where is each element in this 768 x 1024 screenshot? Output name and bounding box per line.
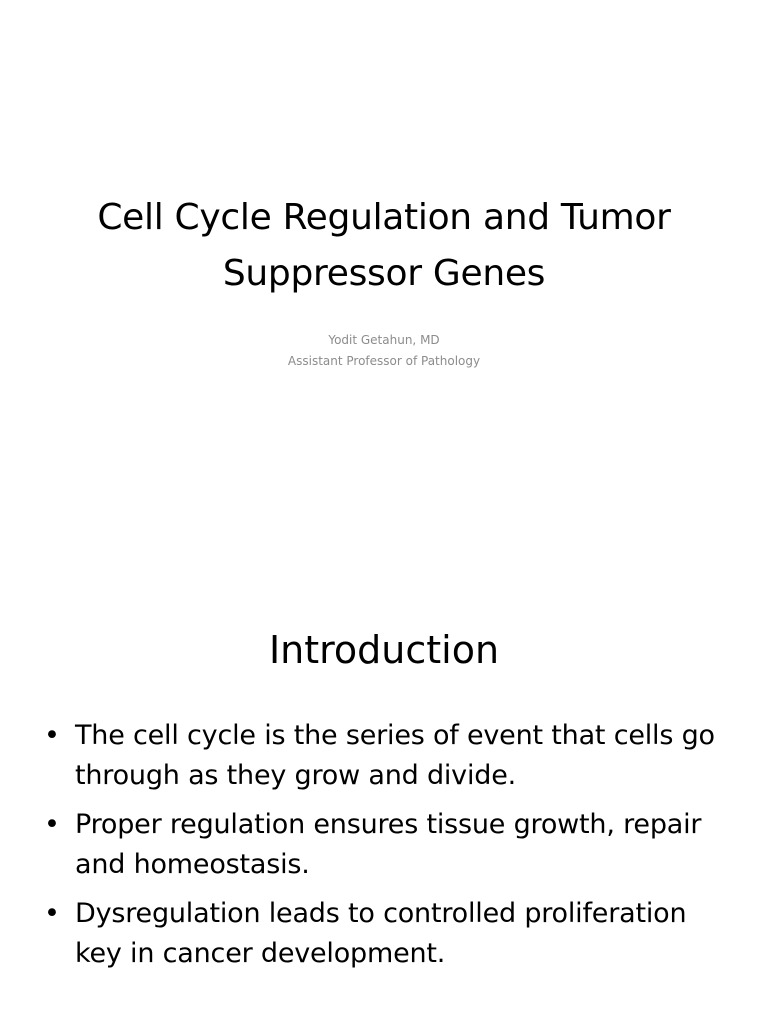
slide-title: Cell Cycle Regulation and Tumor Suppress… <box>97 197 671 294</box>
title-slide: Cell Cycle Regulation and Tumor Suppress… <box>40 197 728 372</box>
bullet-item: • Proper regulation ensures tissue growt… <box>44 805 734 885</box>
bullet-text: Dysregulation leads to controlled prolif… <box>75 898 687 969</box>
author-role: Assistant Professor of Pathology <box>287 354 481 368</box>
bullet-text: Proper regulation ensures tissue growth,… <box>75 809 702 880</box>
author-name: Yodit Getahun, MD <box>328 333 440 347</box>
bullet-text: The cell cycle is the series of event th… <box>75 720 715 791</box>
introduction-slide: Introduction • The cell cycle is the ser… <box>0 576 768 1024</box>
bullet-item: • The cell cycle is the series of event … <box>44 716 734 796</box>
bullet-marker: • <box>44 720 60 751</box>
bullet-marker: • <box>44 809 60 840</box>
bullet-list: • The cell cycle is the series of event … <box>44 716 734 983</box>
slide-subtitle: Yodit Getahun, MD Assistant Professor of… <box>40 330 728 372</box>
bullet-marker: • <box>44 898 60 929</box>
bullet-item: • Dysregulation leads to controlled prol… <box>44 894 734 974</box>
slide-heading: Introduction <box>268 628 500 672</box>
